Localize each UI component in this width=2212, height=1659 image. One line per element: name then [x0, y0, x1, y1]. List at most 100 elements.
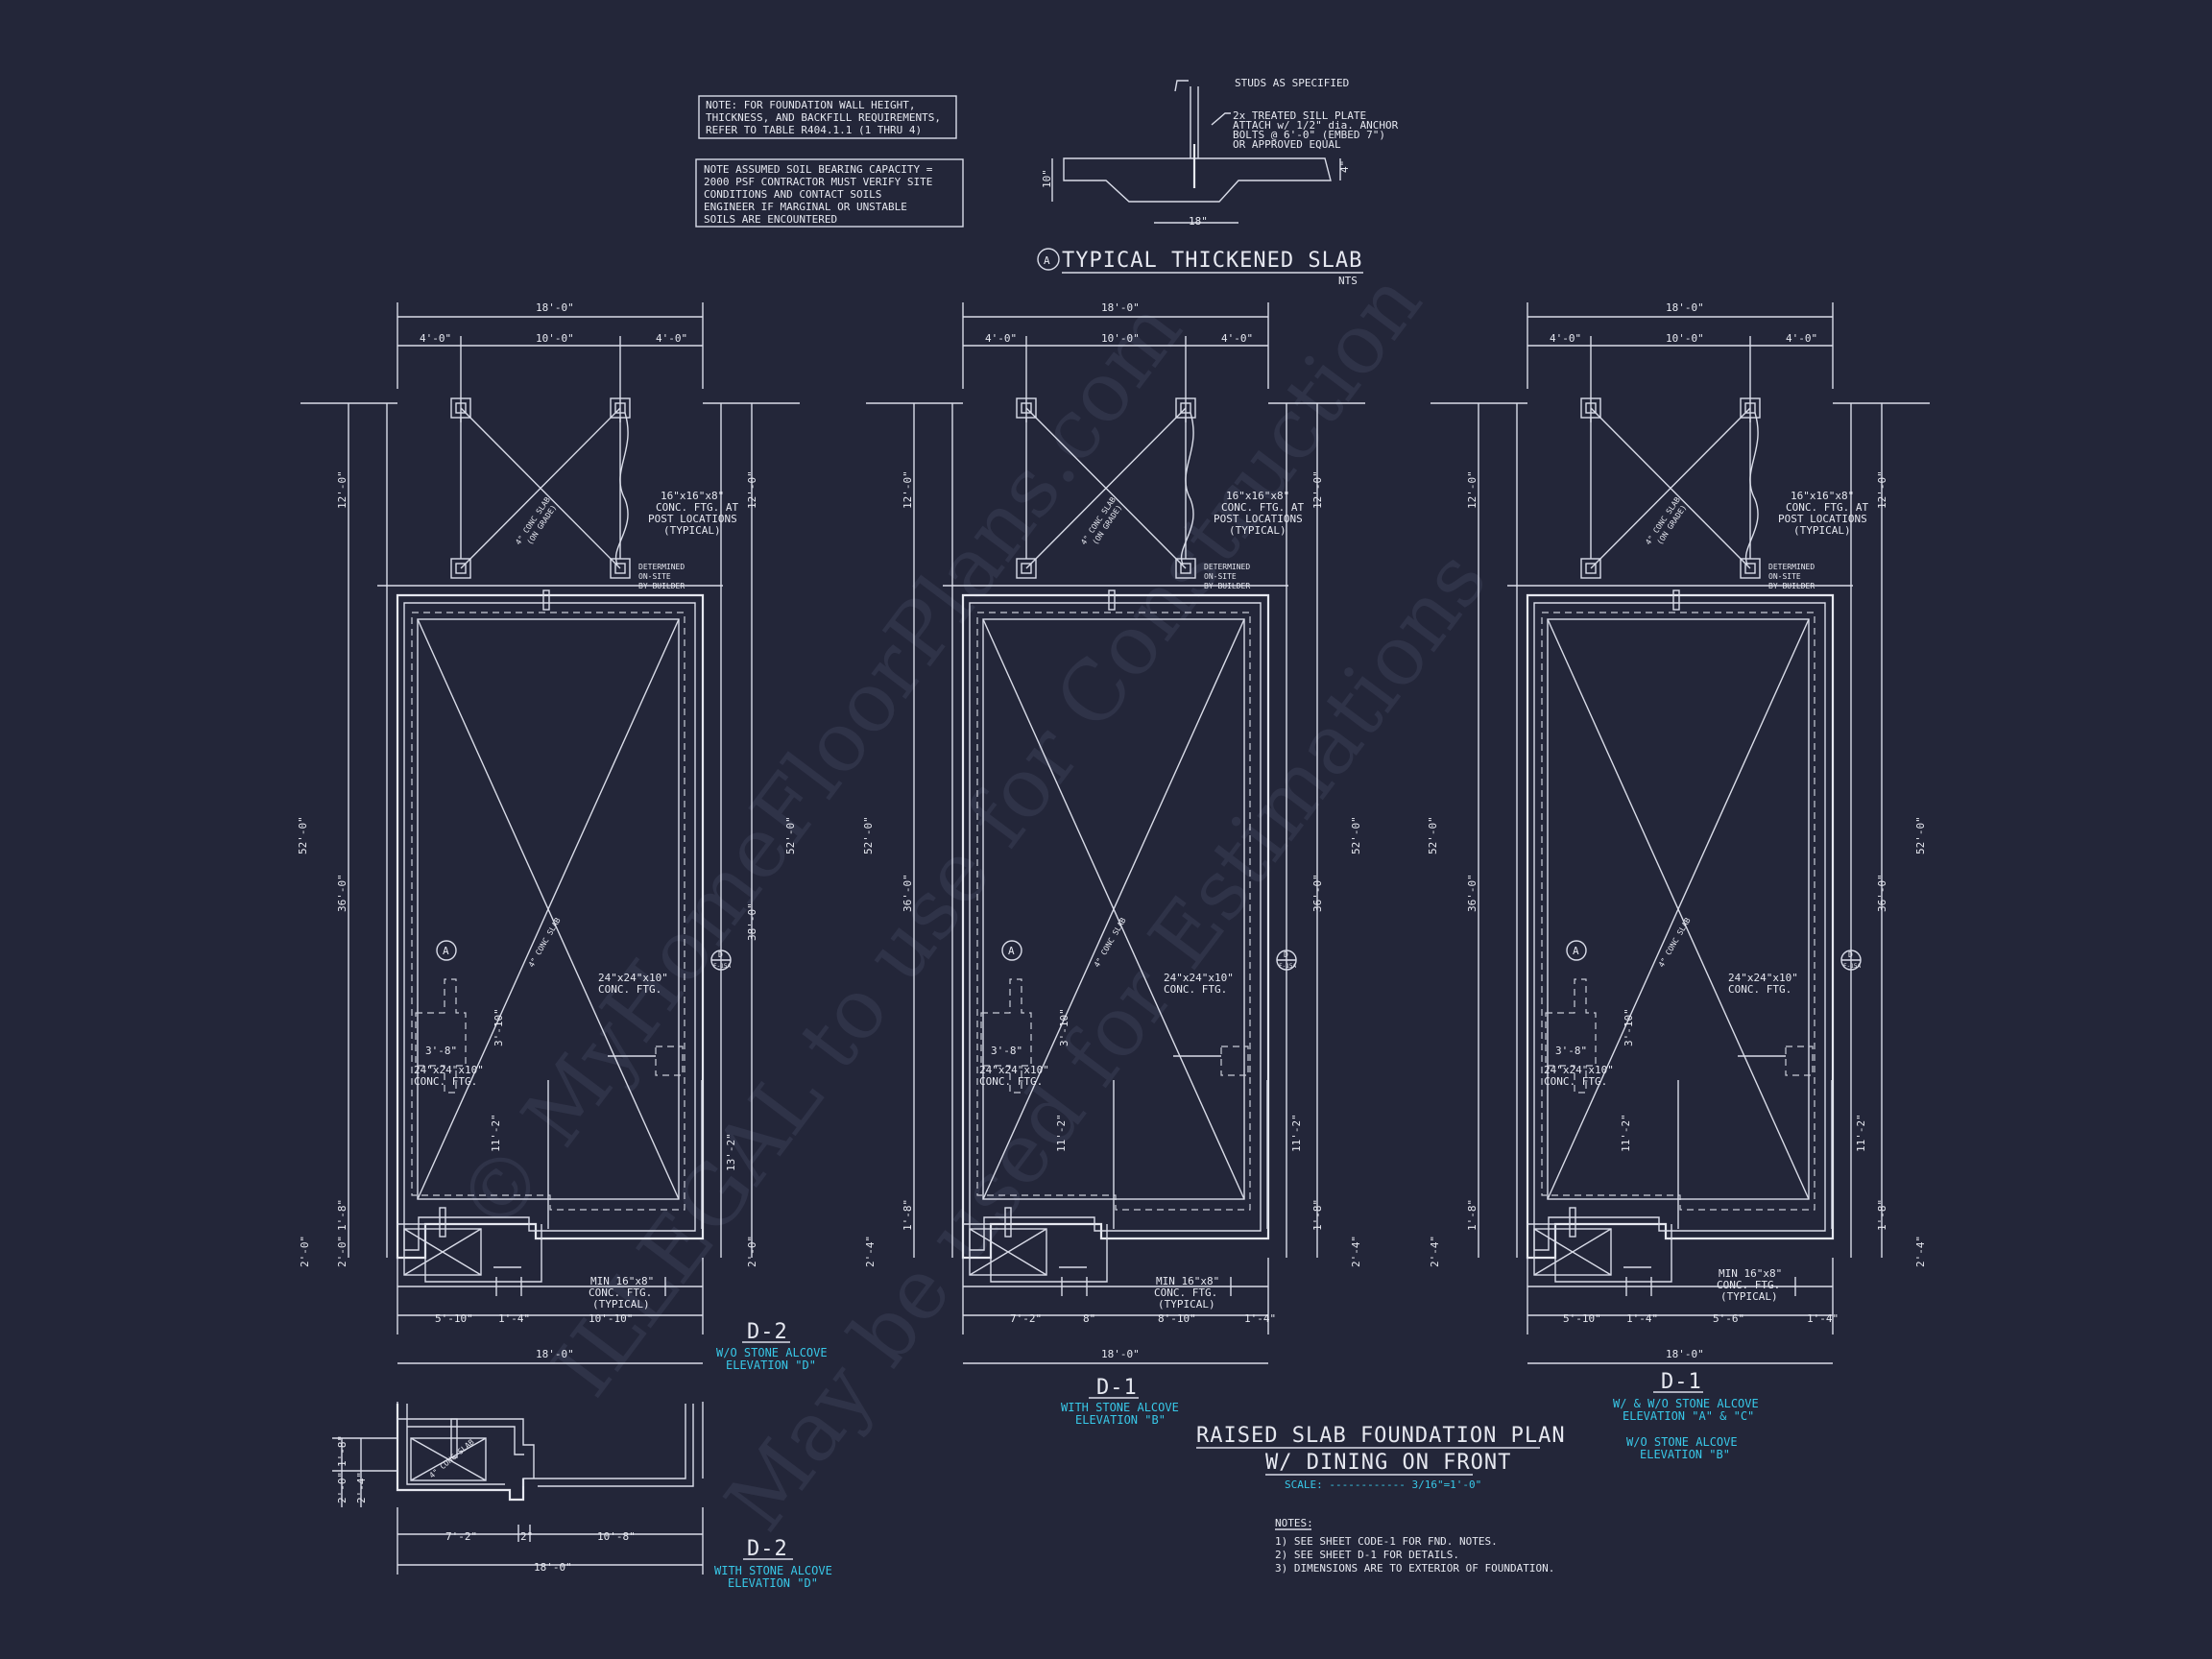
post-ftg-note: POST LOCATIONS — [1214, 513, 1303, 525]
dim-mid-10: 10'-0" — [536, 332, 574, 345]
plan-desc: ELEVATION "D" — [728, 1576, 818, 1590]
detail-nts: NTS — [1338, 275, 1358, 287]
min16-note: (TYPICAL) — [1720, 1290, 1778, 1303]
dim-2-4: 2'-4" — [1350, 1236, 1362, 1267]
tag-a: A — [443, 945, 449, 957]
dim-left-4: 4'-0" — [420, 332, 451, 345]
dim-bottom-seg: 7'-2" — [445, 1530, 477, 1543]
dim-11-2: 11'-2" — [1855, 1114, 1867, 1152]
dim-52: 52'-0" — [1350, 816, 1362, 854]
post-ftg-note: CONC. FTG. AT — [656, 501, 738, 514]
determined-note: DETERMINED — [638, 563, 685, 571]
dim-left-4: 4'-0" — [985, 332, 1017, 345]
dim-52: 52'-0" — [784, 816, 797, 854]
dim-3-8: 3'-8" — [425, 1045, 457, 1057]
note1-line: THICKNESS, AND BACKFILL REQUIREMENTS, — [706, 111, 941, 124]
dim-bottom-seg: 7'-2" — [1010, 1312, 1042, 1325]
plan-desc: W/O STONE ALCOVE — [1626, 1435, 1738, 1449]
slab-diag-label: 4" CONC SLAB — [527, 916, 563, 969]
post-ftg-note: POST LOCATIONS — [648, 513, 737, 525]
dim-11-2: 11'-2" — [1055, 1114, 1068, 1152]
post-ftg-note: CONC. FTG. AT — [1221, 501, 1304, 514]
plan-d1-with-alcove: 18'-0" 4'-0" 10'-0" 4'-0" 12'-0" 12'-0" … — [862, 301, 1367, 1427]
ftg24-note: CONC. FTG. — [598, 983, 661, 996]
notes-item: 3) DIMENSIONS ARE TO EXTERIOR OF FOUNDAT… — [1275, 1562, 1554, 1575]
detail-sill-label: ATTACH w/ 1/2" dia. ANCHOR — [1233, 119, 1399, 132]
sheet-title-block: RAISED SLAB FOUNDATION PLAN W/ DINING ON… — [1196, 1424, 1565, 1491]
post-ftg-note: (TYPICAL) — [1229, 524, 1286, 537]
tag-a: A — [1008, 945, 1015, 957]
dim-mid-10: 10'-0" — [1101, 332, 1140, 345]
dim-2-0: 2'-0" — [746, 1236, 758, 1267]
post-ftg-note: 16"x16"x8" — [1226, 490, 1289, 502]
dim-bottom-seg: 5'-10" — [1563, 1312, 1601, 1325]
dim-overall-width: 18'-0" — [1101, 301, 1140, 314]
sheet-scale: SCALE: ------------ 3/16"=1'-0" — [1285, 1479, 1481, 1491]
plan-code: D-1 — [1096, 1376, 1138, 1400]
dim-2-0: 2'-0" — [299, 1236, 311, 1267]
min16-note: MIN 16"x8" — [1719, 1267, 1782, 1280]
min16-note: (TYPICAL) — [1158, 1298, 1215, 1310]
dim-3-10: 3'-10" — [1058, 1008, 1070, 1046]
dim-36: 36'-0" — [1311, 874, 1324, 912]
dim-bottom-seg: 1'-4" — [1244, 1312, 1276, 1325]
tag-a: A — [1573, 945, 1579, 957]
dim-mid-10: 10'-0" — [1666, 332, 1704, 345]
min16-note: MIN 16"x8" — [1156, 1275, 1219, 1287]
note1-line: NOTE: FOR FOUNDATION WALL HEIGHT, — [706, 99, 916, 111]
dim-3-8: 3'-8" — [1555, 1045, 1587, 1057]
watermark: © MyHomeFloorPlans.com ILLEGAL to use fo… — [439, 255, 1505, 1548]
detail-studs-label: STUDS AS SPECIFIED — [1235, 77, 1349, 89]
detail-sill-label: 2x TREATED SILL PLATE — [1233, 109, 1366, 122]
plan-code: D-2 — [747, 1537, 788, 1561]
dim-bottom-seg: 5'-6" — [1713, 1312, 1744, 1325]
post-ftg-note: 16"x16"x8" — [661, 490, 724, 502]
dim-bottom-overall: 18'-0" — [1666, 1348, 1704, 1360]
dim-3-10: 3'-10" — [493, 1008, 505, 1046]
dim-52: 52'-0" — [297, 816, 309, 854]
dim-12: 12'-0" — [1311, 470, 1324, 509]
plan-code: D-1 — [1661, 1370, 1702, 1394]
plan-desc: ELEVATION "D" — [726, 1358, 816, 1372]
dim-11-2: 11'-2" — [1290, 1114, 1303, 1152]
dim-38: 38'-0" — [746, 902, 758, 941]
notes-box-soil-wall: NOTE: FOR FOUNDATION WALL HEIGHT, THICKN… — [695, 95, 964, 228]
plan-desc: ELEVATION "A" & "C" — [1623, 1409, 1754, 1423]
dim-2-4: 2'-4" — [864, 1236, 877, 1267]
dim-bottom-seg: 8'-10" — [1158, 1312, 1196, 1325]
dim-11-2: 11'-2" — [1620, 1114, 1632, 1152]
note2-line: CONDITIONS AND CONTACT SOILS — [704, 188, 881, 201]
dim-13-2: 13'-2" — [725, 1133, 737, 1171]
dim-1-8: 1'-8" — [1466, 1199, 1479, 1231]
determined-note: ON-SITE — [638, 572, 671, 581]
plan-code: D-2 — [747, 1320, 788, 1344]
dim-12: 12'-0" — [1876, 470, 1888, 509]
dim-2-4: 2'-4" — [1429, 1236, 1441, 1267]
tag-d: D — [718, 950, 723, 959]
dim-bottom-seg: 10'-8" — [597, 1530, 636, 1543]
note2-line: NOTE ASSUMED SOIL BEARING CAPACITY = — [704, 163, 933, 176]
dim-overall-width: 18'-0" — [1666, 301, 1704, 314]
dim-12: 12'-0" — [746, 470, 758, 509]
detail-sill-label: OR APPROVED EQUAL — [1233, 138, 1341, 151]
dim-overall-width: 18'-0" — [536, 301, 574, 314]
dim-bottom-seg: 10'-10" — [589, 1312, 633, 1325]
tag-d: D — [1848, 950, 1853, 959]
ftg24-note: CONC. FTG. — [979, 1075, 1043, 1088]
post-ftg-note: 16"x16"x8" — [1791, 490, 1854, 502]
determined-note: BY BUILDER — [638, 582, 685, 590]
ftg24-note: 24"x24"x10" — [979, 1064, 1049, 1076]
post-ftg-note: (TYPICAL) — [1793, 524, 1851, 537]
dim-1-8: 1'-8" — [336, 1199, 349, 1231]
detail-tag: A — [1044, 254, 1050, 267]
dim-2-4: 2'-4" — [355, 1472, 368, 1503]
ftg24-note: 24"x24"x10" — [598, 972, 668, 984]
detail-dim-10: 10" — [1041, 169, 1053, 188]
partial-plan-d2-with-alcove: 4" CONC SLAB 1'-8" 2'-0" 2'-4" 7'-2" 2" … — [332, 1402, 832, 1590]
dim-bottom-seg: 5'-10" — [435, 1312, 473, 1325]
dim-52: 52'-0" — [862, 816, 875, 854]
note1-line: REFER TO TABLE R404.1.1 (1 THRU 4) — [706, 124, 922, 136]
tag-d-sub: F-15A — [713, 963, 731, 970]
note2-line: 2000 PSF CONTRACTOR MUST VERIFY SITE — [704, 176, 932, 188]
plan-desc: ELEVATION "B" — [1075, 1413, 1166, 1427]
